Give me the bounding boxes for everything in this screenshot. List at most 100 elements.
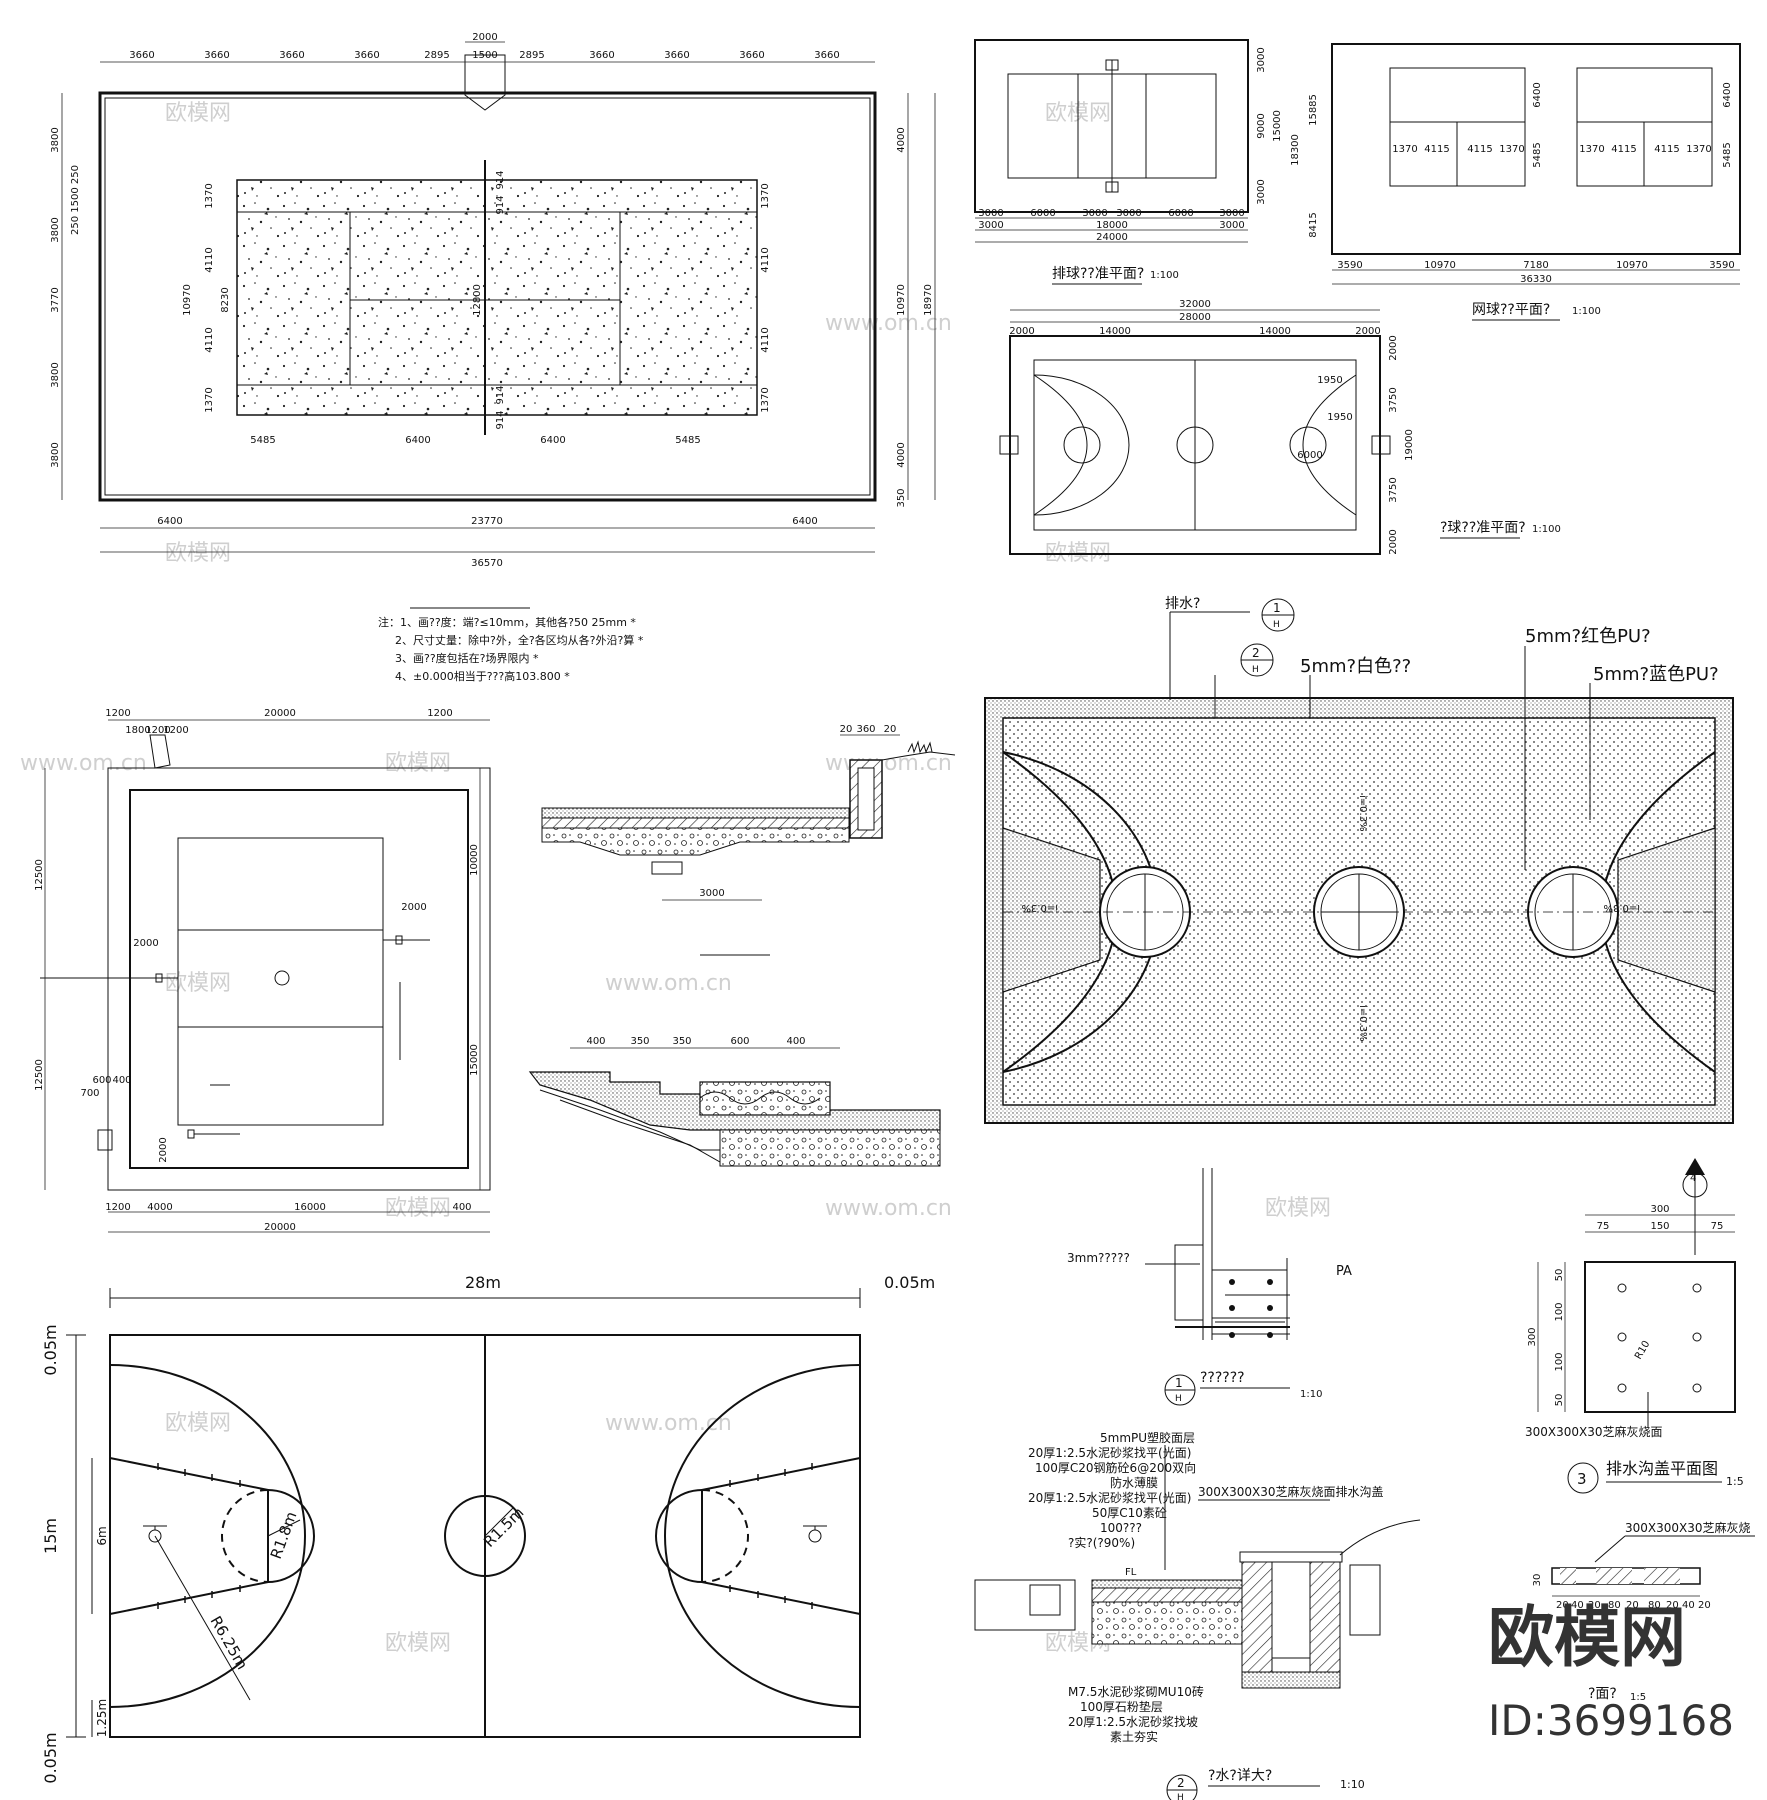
marker-num: 1 [1273, 601, 1281, 615]
watermark: 欧模网 [1265, 1196, 1331, 1221]
dim-label: 40 [1682, 1600, 1695, 1611]
key-left [1002, 827, 1101, 993]
dim-label: 15000 [469, 1044, 480, 1076]
watermark: 欧模网 [165, 1411, 231, 1436]
watermark: 欧模网 [165, 541, 231, 566]
dim-label: 1950 [1327, 412, 1352, 423]
dim-label: 18000 [1096, 220, 1128, 231]
dim-label: 3770 [50, 287, 61, 312]
dim-label: 1370 [204, 387, 215, 412]
dim-label: 10000 [469, 844, 480, 876]
dim-label: 20 [1666, 1600, 1679, 1611]
dim-label: 914 [495, 170, 506, 189]
dim-label: 2000 [401, 902, 426, 913]
edge-section: 20 360 20 3000 [541, 724, 956, 956]
marker-sub: H [1252, 665, 1259, 675]
dim-label: 15885 [1308, 94, 1319, 126]
detail-scale: 1:5 [1726, 1475, 1744, 1488]
dim-label: 3800 [50, 362, 61, 387]
pu-court-plan: i=0.3% i=0.3% i=0.3% i=0.3% 排水? 1 H 2 H … [984, 596, 1734, 1124]
dim-label: 700 [80, 1088, 99, 1099]
dim-offset: 0.05m [884, 1273, 935, 1292]
dim-label: 4110 [760, 247, 771, 272]
dim-label: 6000 [1030, 208, 1055, 219]
dim-label: 36330 [1520, 274, 1552, 285]
dim-label: 2000 [1355, 326, 1380, 337]
watermark: 欧模网 [165, 101, 231, 126]
dim-label: 6400 [540, 435, 565, 446]
dim-label: 5485 [1722, 142, 1733, 167]
dim-label: 4110 [204, 327, 215, 352]
dim-label: 10970 [896, 284, 907, 316]
dim-label: 50 [1554, 1269, 1565, 1282]
dim-label: 20 [1698, 1600, 1711, 1611]
dim-label: 2000 [1009, 326, 1034, 337]
dim-label: 1370 [1579, 144, 1604, 155]
slope-label: i=0.3% [1021, 902, 1058, 913]
dim-label: 20 [840, 724, 853, 735]
dim-label: 3000 [1256, 47, 1267, 72]
dim-label: 1370 [1499, 144, 1524, 155]
dim-label: 150 [1650, 1221, 1669, 1232]
dim-label: 3660 [354, 50, 379, 61]
dim-label: 32000 [1179, 299, 1211, 310]
note-line: 2、尺寸丈量：除中?外，全?各区均从各?外沿?算 * [395, 633, 644, 647]
dim-label: 2000 [472, 32, 497, 43]
detail-1: 3mm????? PA 1 H ?????? 1:10 [1067, 1168, 1352, 1406]
dim-label: 16000 [294, 1202, 326, 1213]
dim-label: 18300 [1290, 134, 1301, 166]
marker-num: 1 [1175, 1376, 1183, 1390]
dim-label: 400 [786, 1036, 805, 1047]
dim-label: 2000 [158, 1137, 169, 1162]
dim-label: 100 [1554, 1352, 1565, 1371]
detail-label: PA [1336, 1264, 1352, 1279]
cover-label: 300X300X30芝麻灰烧面排水沟盖 [1198, 1484, 1384, 1499]
dim-label: 20 [884, 724, 897, 735]
dim-label: 1200 [427, 708, 452, 719]
key-right [1617, 827, 1716, 993]
dim-label: 40 [1571, 1600, 1584, 1611]
dim-label: 250 1500 250 [70, 165, 81, 235]
fence-inner [104, 97, 871, 496]
dim-label: 6400 [792, 516, 817, 527]
dim-label: 1200 [105, 708, 130, 719]
brand-id: ID:3699168 [1488, 1696, 1734, 1745]
dim-label: 3660 [664, 50, 689, 61]
watermark: 欧模网 [385, 1631, 451, 1656]
dim-label: 350 [896, 488, 907, 507]
dim-label: 1500 [472, 50, 497, 61]
watermark-url: www.om.cn [825, 311, 952, 336]
dim-label: 914 [495, 410, 506, 429]
dim-label: 1800 [125, 725, 150, 736]
dim-label: 75 [1597, 1221, 1610, 1232]
dim-label: 3000 [978, 220, 1003, 231]
callout-red-pu: 5mm?红色PU? [1525, 626, 1651, 647]
dim-label: 9000 [1256, 113, 1267, 138]
tennis-court-surface [236, 179, 758, 416]
cover-plate [1584, 1261, 1736, 1413]
volleyball-standard-plan: 3000 6000 3000 3000 6000 3000 3000 18000… [974, 39, 1283, 285]
dim-small: 1.25m [95, 1699, 109, 1737]
section-arrow [1685, 1158, 1705, 1175]
dim-label: 3590 [1337, 260, 1362, 271]
dim-label: 914 [495, 385, 506, 404]
step-section: 400 350 350 600 400 [528, 1036, 941, 1167]
marker-sub: H [1273, 620, 1280, 630]
dim-label: 24000 [1096, 232, 1128, 243]
detail-label: 3mm????? [1067, 1251, 1130, 1265]
dim-label: 3660 [739, 50, 764, 61]
dim-label: 3800 [50, 217, 61, 242]
watermark-url: www.om.cn [825, 751, 952, 776]
dim-label: 350 [672, 1036, 691, 1047]
dim-label: 12800 [472, 284, 483, 316]
dim-label: 6400 [157, 516, 182, 527]
drawing-scale: 1:100 [1572, 306, 1601, 317]
dim-label: 4110 [204, 247, 215, 272]
key-left [109, 1457, 269, 1615]
detail-title: ?水?详大? [1208, 1768, 1272, 1784]
dim-label: 1950 [1317, 375, 1342, 386]
dim-label: 18970 [923, 284, 934, 316]
dim-label: 6400 [1722, 82, 1733, 107]
note-line: 注：1、画??度：端?≤10mm，其他各?50 25mm * [378, 615, 636, 629]
dim-label: 8230 [220, 287, 231, 312]
